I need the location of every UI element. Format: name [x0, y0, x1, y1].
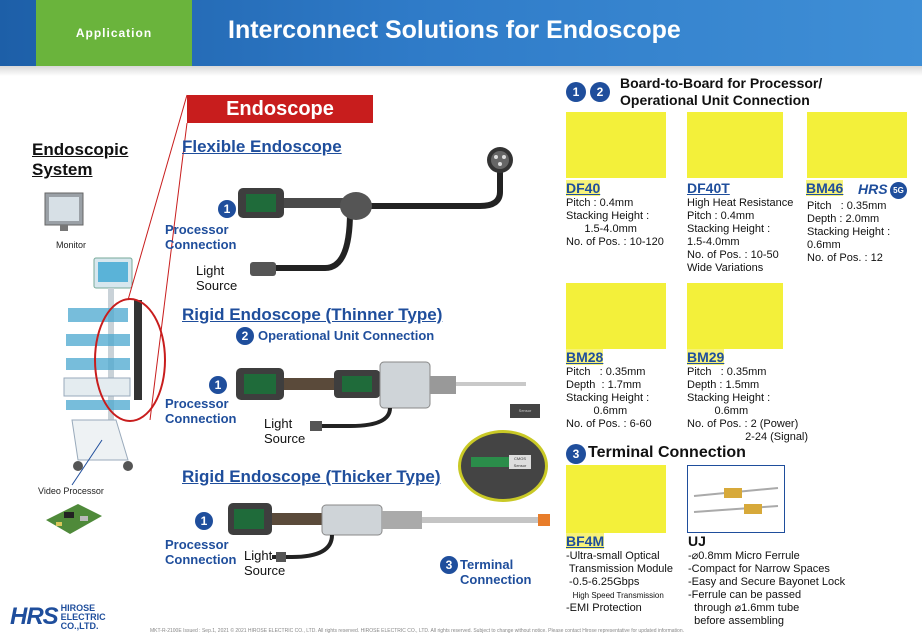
- b2b-title-line2: Operational Unit Connection: [620, 92, 810, 108]
- df40t-image: [687, 112, 783, 178]
- cmos-sensor-label: CMOS Sensor: [509, 455, 531, 469]
- operational-unit-connection-label: Operational Unit Connection: [258, 328, 435, 343]
- df40-name[interactable]: DF40: [566, 180, 601, 196]
- header-shadow: [0, 66, 922, 76]
- endoscope-banner: Endoscope: [187, 95, 373, 123]
- sensor-chip: Sensor: [510, 404, 540, 418]
- application-tab[interactable]: Application: [36, 0, 192, 66]
- bm29-image: [687, 283, 783, 349]
- bm46-image: [807, 112, 907, 178]
- bm29-name[interactable]: BM29: [687, 349, 725, 365]
- bm46-name[interactable]: BM46: [806, 180, 844, 196]
- cmos-magnifier: CMOS Sensor: [458, 430, 548, 502]
- hirose-logo: HRS HIROSE ELECTRIC CO.,LTD.: [10, 603, 106, 631]
- terminal-num-3: 3: [566, 444, 586, 464]
- footer-copyright: MKT-R-2100E Issued : Sep.1, 2021 © 2021 …: [150, 628, 685, 634]
- thinner-processor-connection-label: Processor Connection: [165, 396, 237, 426]
- rigid-thicker-title: Rigid Endoscope (Thicker Type): [182, 467, 441, 486]
- bf4m-image: [566, 465, 666, 533]
- thicker-light-source-label: Light Source: [244, 548, 286, 578]
- highlight-ellipse: [94, 298, 166, 422]
- thicker-num-3: 3: [440, 556, 458, 574]
- page-title: Interconnect Solutions for Endoscope: [228, 16, 681, 44]
- rigid-thinner-image: [230, 348, 530, 438]
- header-bar: Application Interconnect Solutions for E…: [0, 0, 922, 66]
- thicker-processor-connection-label: Processor Connection: [165, 537, 237, 567]
- df40t-name[interactable]: DF40T: [687, 180, 730, 196]
- rigid-thicker-image: [222, 495, 562, 575]
- sensor-chip-label: Sensor: [518, 408, 532, 413]
- thinner-num-1: 1: [209, 376, 227, 394]
- bm46-hrs-mark: HRS: [858, 181, 888, 197]
- video-processor-label: Video Processor: [38, 486, 104, 496]
- monitor-image: [42, 190, 86, 234]
- hirose-logo-text: HIROSE ELECTRIC CO.,LTD.: [60, 602, 106, 631]
- terminal-connection-small-label: Terminal Connection: [460, 557, 532, 587]
- b2b-num-2: 2: [590, 82, 610, 102]
- bm28-name[interactable]: BM28: [566, 349, 604, 365]
- monitor-label: Monitor: [56, 240, 87, 250]
- bm46-5g-badge: 5G: [890, 182, 907, 199]
- video-processor-board-image: [44, 500, 104, 536]
- thinner-num-2: 2: [236, 327, 254, 345]
- b2b-num-1: 1: [566, 82, 586, 102]
- bf4m-specs: -Ultra-small Optical Transmission Module…: [566, 550, 673, 614]
- b2b-title-line1: Board-to-Board for Processor/: [620, 75, 823, 91]
- flexible-processor-connection-label: Processor Connection: [165, 222, 237, 252]
- cmos-board: [471, 457, 511, 467]
- uj-image: [687, 465, 785, 533]
- hrs-logo-mark: HRS: [10, 603, 59, 630]
- bf4m-name[interactable]: BF4M: [566, 533, 605, 549]
- uj-name[interactable]: UJ: [688, 533, 706, 549]
- system-title: Endoscopic System: [32, 140, 129, 179]
- flexible-light-source-label: Light Source: [196, 263, 238, 293]
- flexible-endoscope-image: [230, 140, 530, 280]
- terminal-connection-title: Terminal Connection: [588, 444, 746, 461]
- uj-specs: -⌀0.8mm Micro Ferrule-Compact for Narrow…: [688, 550, 846, 627]
- thicker-num-1: 1: [195, 512, 213, 530]
- flexible-endoscope-title: Flexible Endoscope: [182, 137, 342, 156]
- flexible-num-1: 1: [218, 200, 236, 218]
- rigid-thinner-title: Rigid Endoscope (Thinner Type): [182, 305, 443, 324]
- thinner-light-source-label: Light Source: [264, 416, 306, 446]
- df40-image: [566, 112, 666, 178]
- bm28-image: [566, 283, 666, 349]
